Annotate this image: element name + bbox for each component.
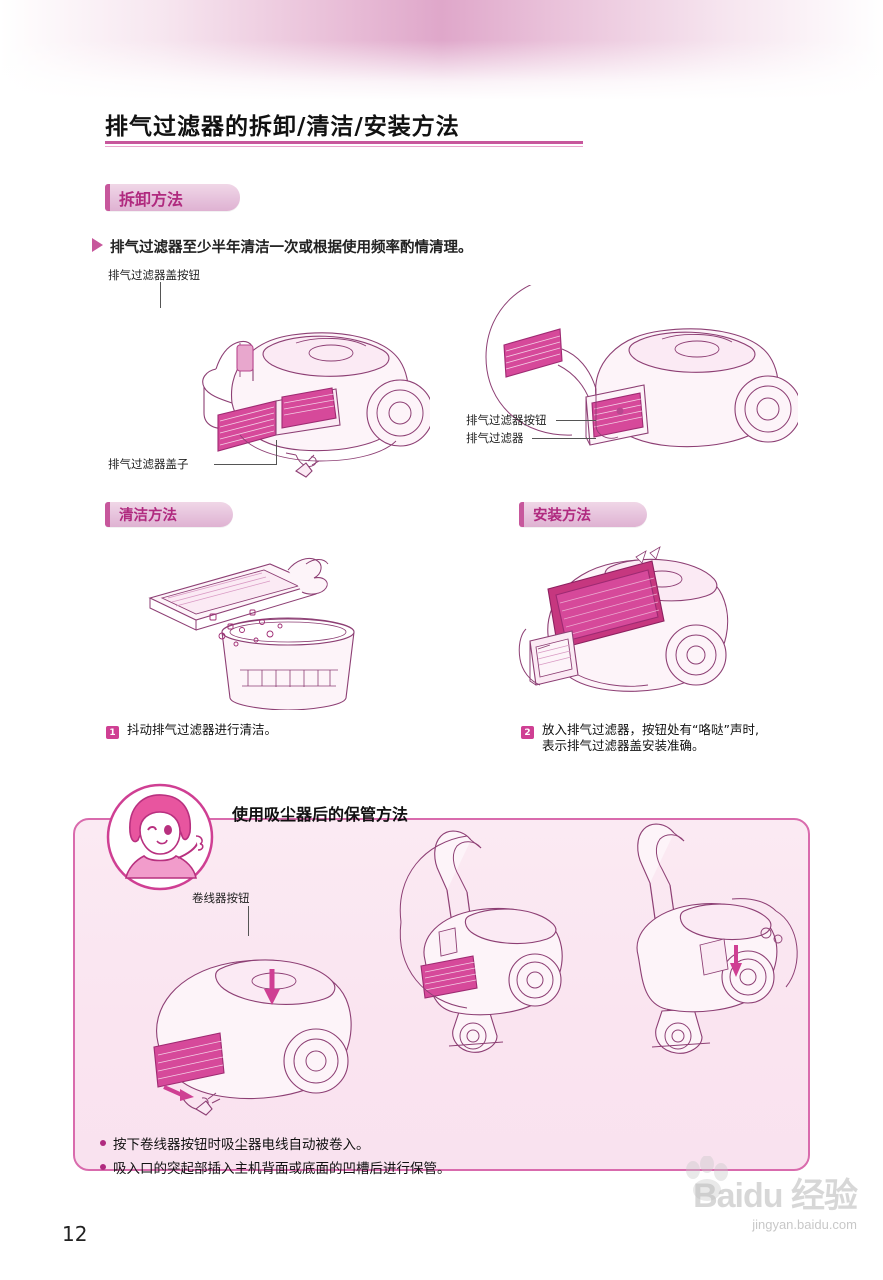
illustration-storage-upright-bottom	[636, 823, 798, 1054]
title-rule-secondary	[105, 146, 583, 147]
callout-filter-button: 排气过滤器按钮	[466, 413, 547, 427]
watermark-main: Baidu 经验	[693, 1177, 858, 1215]
callout-filter: 排气过滤器	[466, 431, 524, 445]
step-badge-2: 2	[521, 726, 534, 739]
step-badge-1: 1	[106, 726, 119, 739]
page-number: 12	[62, 1222, 88, 1246]
callout-line-filter	[532, 438, 596, 439]
illustration-shake-filter-into-bin	[148, 557, 355, 710]
callout-line-cover-h	[214, 464, 276, 465]
pill-accent-bar-install	[519, 502, 524, 527]
storage-title: 使用吸尘器后的保管方法	[232, 805, 409, 824]
section-pill-removal: 拆卸方法	[105, 184, 240, 211]
illustration-storage-cord-rewind	[153, 959, 352, 1116]
bullet-dot-icon	[100, 1140, 106, 1146]
step-text-install-line2: 表示排气过滤器盖安装准确。	[542, 738, 705, 753]
mascot-character-icon	[106, 783, 214, 891]
illustration-remove-filter-cover	[202, 332, 430, 478]
storage-bullet-1: 按下卷线器按钮时吸尘器电线自动被卷入。	[100, 1134, 370, 1156]
illustration-storage-upright-back	[399, 830, 563, 1053]
pill-accent-bar-cleaning	[105, 502, 110, 527]
header-gradient-fade	[0, 0, 883, 100]
triangle-bullet-icon	[92, 238, 103, 252]
step-text-cleaning: 抖动排气过滤器进行清洁。	[127, 722, 278, 737]
callout-cord-button: 卷线器按钮	[192, 891, 250, 905]
pill-accent-bar	[105, 184, 110, 211]
bullet-dot-icon-2	[100, 1164, 106, 1170]
section-pill-install-label: 安装方法	[533, 508, 591, 524]
removal-lead-text: 排气过滤器至少半年清洁一次或根据使用频率酌情清理。	[110, 240, 473, 256]
callout-line-cord-button	[248, 906, 249, 936]
illustration-install-filter	[518, 546, 729, 692]
watermark-sub: jingyan.baidu.com	[752, 1217, 857, 1232]
watermark: Baidu 经验 jingyan.baidu.com	[693, 1168, 858, 1232]
callout-line-cover-button	[160, 282, 161, 308]
step-text-install-line1: 放入排气过滤器，按钮处有“咯哒”声时,	[542, 722, 759, 737]
illustration-remove-filter	[485, 285, 798, 448]
title-rule	[105, 141, 583, 144]
section-pill-install: 安装方法	[519, 502, 647, 527]
storage-bullet-1-text: 按下卷线器按钮时吸尘器电线自动被卷入。	[113, 1137, 370, 1153]
callout-line-filter-button	[556, 420, 596, 421]
paw-watermark-icon	[686, 1156, 728, 1201]
section-pill-removal-label: 拆卸方法	[119, 189, 184, 209]
callout-line-cover-v	[276, 440, 277, 465]
section-pill-cleaning-label: 清洁方法	[119, 508, 177, 524]
callout-cover: 排气过滤器盖子	[108, 457, 189, 471]
storage-bullet-2: 吸入口的突起部插入主机背面或底面的凹槽后进行保管。	[100, 1158, 451, 1180]
section-pill-cleaning: 清洁方法	[105, 502, 233, 527]
page-title: 排气过滤器的拆卸/清洁/安装方法	[105, 114, 460, 140]
callout-cover-button: 排气过滤器盖按钮	[108, 268, 200, 282]
storage-bullet-2-text: 吸入口的突起部插入主机背面或底面的凹槽后进行保管。	[113, 1161, 451, 1177]
